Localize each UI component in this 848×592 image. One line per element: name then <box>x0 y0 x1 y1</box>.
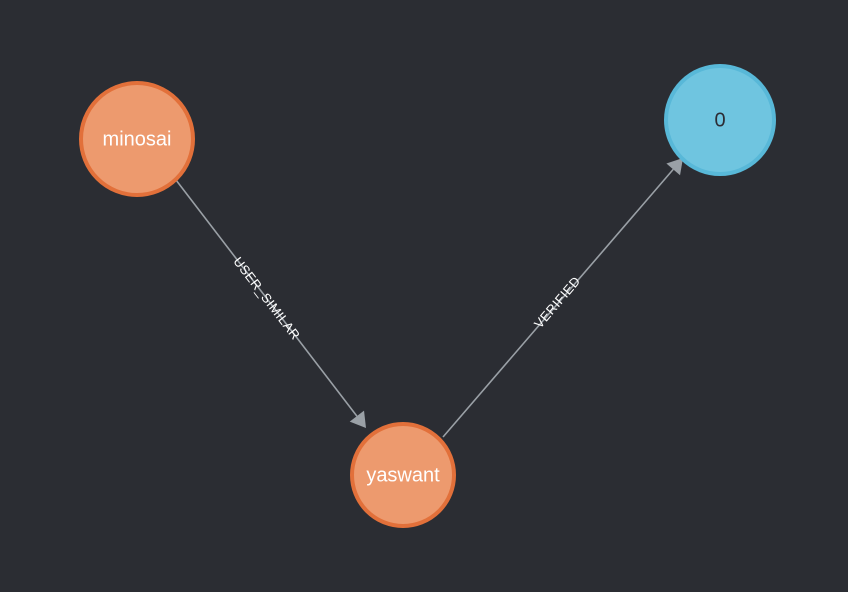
node-zero[interactable]: 0 <box>664 64 776 176</box>
edges-layer: USER_SIMILAR VERIFIED <box>175 158 683 438</box>
node-yaswant[interactable]: yaswant <box>350 422 456 528</box>
node-label-minosai: minosai <box>103 128 172 150</box>
edge-label-verified: VERIFIED <box>531 273 583 331</box>
edge-line-user-similar[interactable] <box>175 179 358 417</box>
edge-user-similar[interactable]: USER_SIMILAR <box>175 179 366 428</box>
node-circle-zero[interactable] <box>664 64 776 176</box>
node-label-zero: 0 <box>714 109 725 131</box>
nodes-layer: minosai 0 yaswant <box>79 64 776 528</box>
node-circle-yaswant[interactable] <box>350 422 456 528</box>
edge-verified[interactable]: VERIFIED <box>442 158 683 438</box>
node-label-yaswant: yaswant <box>366 464 440 486</box>
edge-arrowhead-verified <box>666 158 683 176</box>
node-minosai[interactable]: minosai <box>79 81 195 197</box>
edge-arrowhead-user-similar <box>349 410 366 428</box>
edge-line-verified[interactable] <box>442 168 674 438</box>
edge-label-user-similar: USER_SIMILAR <box>230 254 303 343</box>
node-circle-minosai[interactable] <box>79 81 195 197</box>
